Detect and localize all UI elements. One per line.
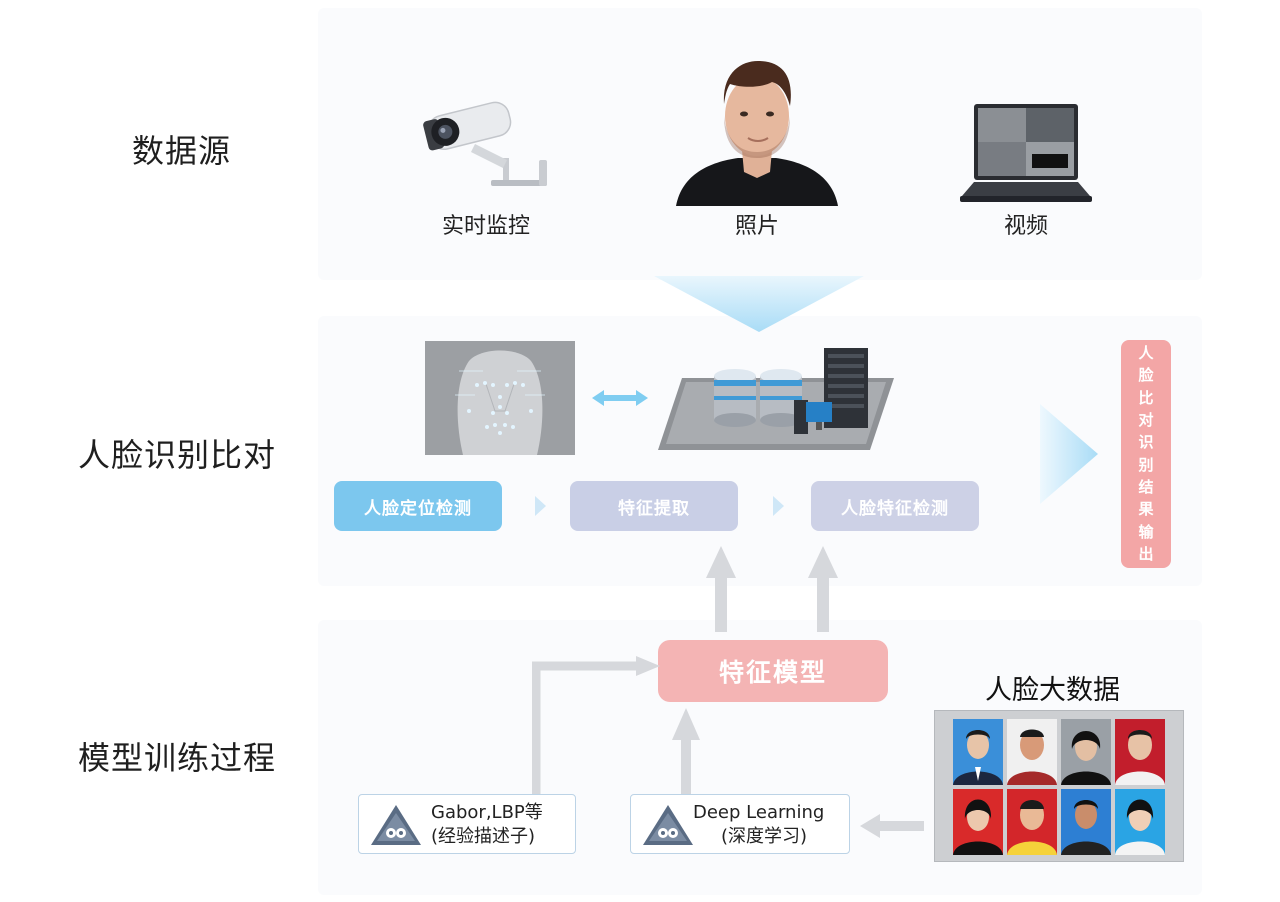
- output-char: 对: [1138, 410, 1154, 429]
- row-label-training: 模型训练过程: [78, 739, 277, 777]
- row-label-recognition: 人脸识别比对: [78, 436, 277, 474]
- output-char: 结: [1138, 477, 1154, 496]
- face-mesh-image: [425, 341, 575, 455]
- chevron-right-icon: [535, 496, 546, 516]
- double-arrow-icon: [592, 390, 648, 406]
- down-arrow: [654, 276, 864, 332]
- up-arrow: [672, 708, 700, 794]
- bigdata-label: 人脸大数据: [985, 675, 1120, 706]
- output-char: 果: [1138, 500, 1154, 519]
- method-deep-learning-text: Deep Learning (深度学习): [693, 801, 824, 849]
- left-arrow: [860, 814, 924, 838]
- triangle-logo-icon: [371, 805, 421, 845]
- step-face-detect: 人脸定位检测: [334, 481, 502, 531]
- source-caption-photo: 照片: [734, 214, 779, 239]
- output-char: 人: [1138, 344, 1154, 362]
- source-caption-camera: 实时监控: [441, 214, 530, 239]
- up-arrow: [706, 546, 736, 632]
- method-gabor-box: Gabor,LBP等 (经验描述子): [358, 794, 576, 854]
- step-feature-extract: 特征提取: [570, 481, 738, 531]
- laptop-video-icon: [960, 104, 1092, 202]
- chevron-right-icon: [773, 496, 784, 516]
- method-deep-line1: Deep Learning: [693, 802, 825, 823]
- method-gabor-line2: (经验描述子): [431, 826, 536, 847]
- person-photo: [676, 60, 838, 206]
- elbow-arrow: [532, 656, 660, 796]
- output-char: 出: [1138, 544, 1154, 563]
- method-deep-learning-box: Deep Learning (深度学习): [630, 794, 850, 854]
- method-gabor-line1: Gabor,LBP等: [431, 802, 543, 823]
- cctv-camera-icon: [423, 101, 547, 186]
- source-caption-video: 视频: [1003, 214, 1048, 239]
- face-dataset-grid: [934, 710, 1184, 862]
- method-deep-line2: (深度学习): [721, 826, 808, 847]
- row-label-source: 数据源: [132, 132, 232, 170]
- right-arrow: [1040, 404, 1098, 504]
- output-result-label: 人脸比对识别结果输出: [1121, 346, 1171, 562]
- output-char: 输: [1138, 522, 1154, 541]
- up-arrow: [808, 546, 838, 632]
- output-char: 脸: [1138, 366, 1154, 385]
- method-gabor-text: Gabor,LBP等 (经验描述子): [431, 801, 543, 849]
- output-char: 别: [1138, 455, 1154, 474]
- triangle-logo-icon: [643, 805, 693, 845]
- face-thumbnails: [953, 719, 1165, 855]
- feature-model-box: 特征模型: [658, 640, 888, 702]
- output-char: 比: [1138, 388, 1154, 407]
- server-database-image: [658, 348, 894, 450]
- output-char: 识: [1138, 433, 1154, 452]
- output-result-box: [1121, 340, 1171, 568]
- step-feature-detect: 人脸特征检测: [811, 481, 979, 531]
